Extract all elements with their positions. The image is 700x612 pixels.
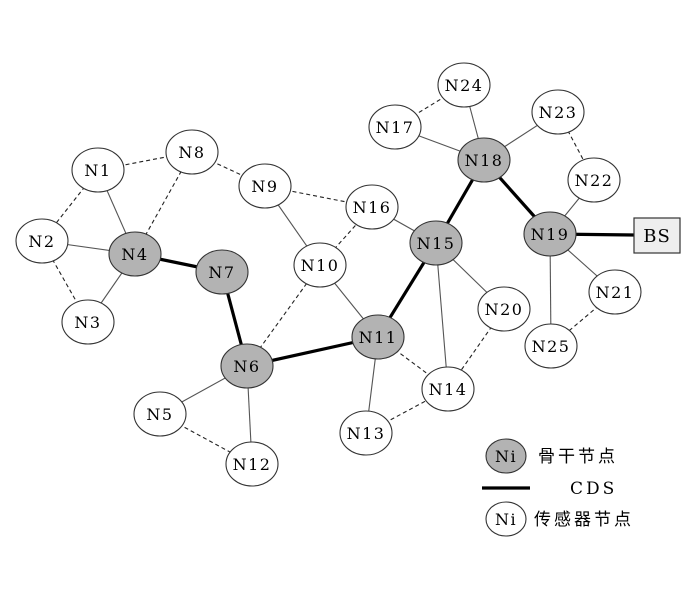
node-n1-shape	[71, 147, 125, 193]
node-n15: N15	[409, 220, 463, 266]
node-n4-label: N4	[121, 245, 148, 264]
node-n1: N1	[71, 147, 125, 193]
node-n6: N6	[220, 343, 274, 389]
node-n23: N23	[531, 89, 585, 135]
legend-cds: CDS	[482, 479, 617, 499]
node-n23-shape	[531, 89, 585, 135]
node-n17-shape	[368, 104, 422, 150]
node-n14-shape	[421, 366, 475, 412]
node-n10-label: N10	[301, 256, 340, 275]
node-n24-shape	[437, 62, 491, 108]
node-n25-label: N25	[532, 337, 571, 356]
node-n10: N10	[293, 242, 347, 288]
node-n16: N16	[345, 184, 399, 230]
base-station: BS	[633, 217, 681, 254]
node-n8-shape	[165, 129, 219, 175]
node-n12: N12	[225, 441, 279, 487]
node-n4: N4	[108, 231, 162, 277]
legend-sensor-label: 传感器节点	[534, 510, 634, 530]
node-n19-label: N19	[531, 225, 570, 244]
node-n17-label: N17	[376, 118, 415, 137]
node-n6-label: N6	[233, 357, 260, 376]
node-n1-label: N1	[84, 161, 111, 180]
node-n2-shape	[15, 218, 69, 264]
nodes-layer: N1N2N3N4N5N6N7N8N9N10N11N12N13N14N15N16N…	[15, 62, 642, 487]
legend: Ni 骨干节点 CDS Ni 传感器节点	[482, 438, 634, 537]
node-n16-shape	[345, 184, 399, 230]
node-n15-shape	[409, 220, 463, 266]
node-n3-label: N3	[74, 313, 101, 332]
node-n7-shape	[195, 249, 249, 295]
node-n8-label: N8	[178, 143, 205, 162]
node-n25: N25	[524, 323, 578, 369]
node-n22: N22	[567, 157, 621, 203]
node-n13-shape	[339, 410, 393, 456]
node-n23-label: N23	[539, 103, 578, 122]
legend-sensor: Ni 传感器节点	[485, 501, 634, 537]
node-n5-shape	[133, 391, 187, 437]
node-n2-label: N2	[28, 232, 55, 251]
node-n25-shape	[524, 323, 578, 369]
node-n24: N24	[437, 62, 491, 108]
node-n8: N8	[165, 129, 219, 175]
node-n22-label: N22	[575, 171, 614, 190]
legend-sensor-symbol-label: Ni	[495, 510, 517, 529]
legend-sensor-symbol	[485, 501, 527, 537]
node-n7-label: N7	[208, 263, 235, 282]
node-n7: N7	[195, 249, 249, 295]
node-n9: N9	[238, 163, 292, 209]
node-n12-label: N12	[233, 455, 272, 474]
node-n18: N18	[457, 137, 511, 183]
node-n2: N2	[15, 218, 69, 264]
node-n16-label: N16	[353, 198, 392, 217]
node-n11-label: N11	[359, 328, 398, 347]
node-n20-label: N20	[485, 300, 524, 319]
node-n18-shape	[457, 137, 511, 183]
legend-backbone: Ni 骨干节点	[485, 438, 618, 474]
edge-n4-n8	[134, 151, 193, 255]
node-n13: N13	[339, 410, 393, 456]
node-n14: N14	[421, 366, 475, 412]
node-n4-shape	[108, 231, 162, 277]
node-n12-shape	[225, 441, 279, 487]
node-n22-shape	[567, 157, 621, 203]
node-n6-shape	[220, 343, 274, 389]
legend-backbone-symbol	[485, 438, 527, 474]
node-n9-shape	[238, 163, 292, 209]
node-n19: N19	[523, 211, 577, 257]
node-n13-label: N13	[347, 424, 386, 443]
node-n3: N3	[61, 299, 115, 345]
node-n20: N20	[477, 286, 531, 332]
legend-backbone-symbol-label: Ni	[495, 447, 517, 466]
base-station-label: BS	[643, 226, 671, 247]
node-n17: N17	[368, 104, 422, 150]
node-n3-shape	[61, 299, 115, 345]
node-n10-shape	[293, 242, 347, 288]
node-n21-label: N21	[596, 283, 635, 302]
legend-backbone-label: 骨干节点	[538, 447, 618, 467]
base-station-box	[633, 217, 681, 254]
node-n5: N5	[133, 391, 187, 437]
node-n18-label: N18	[465, 151, 504, 170]
node-n24-label: N24	[445, 76, 484, 95]
node-n15-label: N15	[417, 234, 456, 253]
node-n19-shape	[523, 211, 577, 257]
node-n11: N11	[351, 314, 405, 360]
node-n5-label: N5	[146, 405, 173, 424]
node-n11-shape	[351, 314, 405, 360]
legend-cds-label: CDS	[570, 479, 617, 499]
node-n9-label: N9	[251, 177, 278, 196]
node-n14-label: N14	[429, 380, 468, 399]
edge-n15-n14	[435, 242, 449, 390]
node-n20-shape	[477, 286, 531, 332]
node-n21: N21	[588, 269, 642, 315]
node-n21-shape	[588, 269, 642, 315]
